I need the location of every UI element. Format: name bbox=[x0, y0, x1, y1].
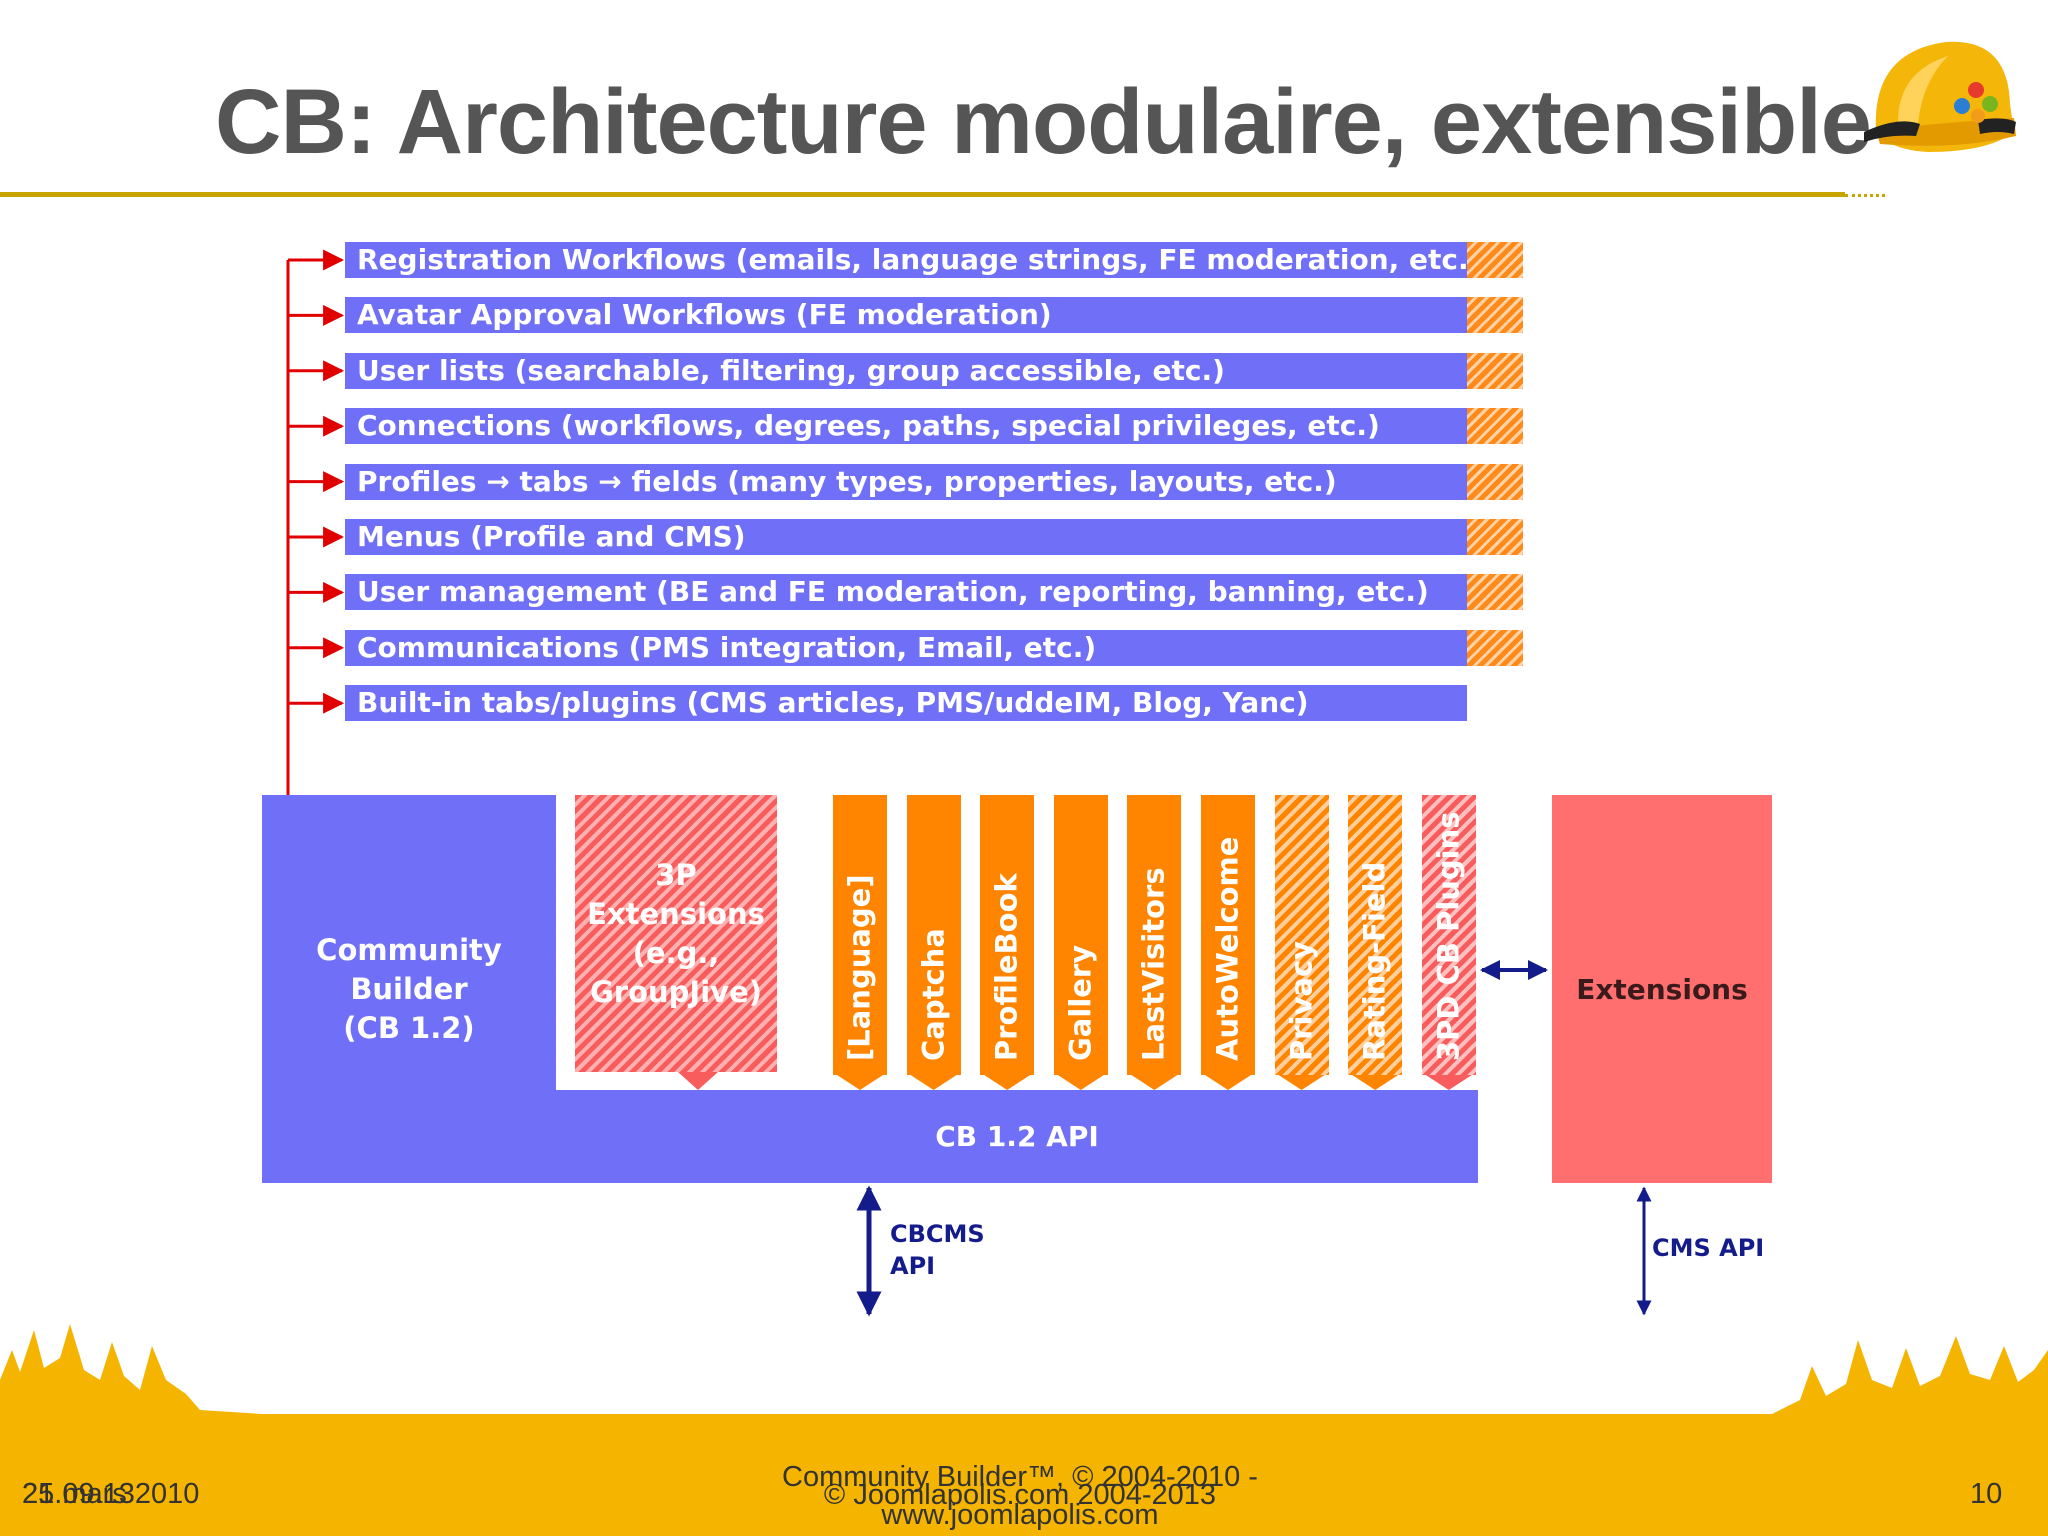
plugin-tips bbox=[837, 1075, 1472, 1090]
plugin-into-api-arrow bbox=[1352, 1075, 1399, 1090]
plugin-into-api-arrow bbox=[1205, 1075, 1251, 1090]
feature-row: Built-in tabs/plugins (CMS articles, PMS… bbox=[345, 685, 1467, 722]
plugin-label: ProfileBook bbox=[989, 873, 1024, 1061]
plugin-label: [Language] bbox=[842, 874, 877, 1061]
plugin-into-api-arrow bbox=[1278, 1075, 1325, 1090]
plugin-column: Captcha bbox=[906, 795, 961, 1075]
title-underline-dots bbox=[1845, 194, 1885, 197]
feature-row-hatch bbox=[1467, 408, 1523, 445]
feature-row-hatch bbox=[1467, 629, 1523, 666]
crowd-silhouette-icon bbox=[0, 1324, 2048, 1536]
feature-row-hatch bbox=[1467, 574, 1523, 611]
feature-row: User lists (searchable, filtering, group… bbox=[345, 352, 1467, 389]
feature-row: Communications (PMS integration, Email, … bbox=[345, 629, 1467, 666]
plugin-label: Gallery bbox=[1063, 944, 1098, 1061]
plugin-column: [Language] bbox=[833, 795, 887, 1075]
plugin-into-api-arrow bbox=[984, 1075, 1031, 1090]
plugin-column: AutoWelcome bbox=[1201, 795, 1255, 1075]
feature-row: Profiles → tabs → fields (many types, pr… bbox=[345, 463, 1467, 500]
cbcms-api-label: CBCMS API bbox=[890, 1218, 985, 1282]
feature-row: Menus (Profile and CMS) bbox=[345, 519, 1467, 555]
3p-line4: GroupJive) bbox=[590, 974, 762, 1009]
footer-copyright-line2: www.joomlapolis.com bbox=[881, 1499, 1159, 1531]
plugin-column: Privacy bbox=[1274, 795, 1329, 1075]
3p-line2: Extensions bbox=[587, 896, 765, 931]
plugin-into-api-arrow bbox=[1057, 1075, 1104, 1090]
3p-line1: 3P bbox=[655, 857, 697, 892]
plugin-column: 3PD CB Plugins bbox=[1421, 795, 1476, 1075]
footer-date-b: 25.09.13 bbox=[22, 1478, 135, 1510]
plugin-column: Gallery bbox=[1053, 795, 1108, 1075]
page-number: 10 bbox=[1970, 1478, 2003, 1510]
plugin-into-api-arrow bbox=[1131, 1075, 1178, 1090]
plugin-label: Privacy bbox=[1284, 940, 1319, 1061]
footer-copyright: Community Builder™, © 2004-2010 - © Joom… bbox=[720, 1461, 1320, 1530]
plugin-label: 3PD CB Plugins bbox=[1431, 811, 1466, 1061]
core-label-line2: Builder bbox=[350, 971, 468, 1006]
feature-row-hatch bbox=[1467, 463, 1523, 500]
3p-into-api-arrow bbox=[678, 1072, 718, 1090]
plugin-into-api-arrow bbox=[910, 1075, 957, 1090]
3p-line3: (e.g., bbox=[632, 935, 720, 970]
slide-title: CB: Architecture modulaire, extensible bbox=[215, 71, 1872, 173]
extensions-block: Extensions bbox=[1552, 795, 1772, 1183]
core-label-line3: (CB 1.2) bbox=[343, 1010, 475, 1045]
third-party-extensions-block: 3P Extensions (e.g., GroupJive) bbox=[575, 795, 777, 1072]
plugin-label: AutoWelcome bbox=[1210, 836, 1245, 1061]
feature-row: Registration Workflows (emails, language… bbox=[345, 242, 1467, 278]
footer-copyright-b: © Joomlapolis.com 2004-2013 bbox=[823, 1479, 1217, 1511]
feature-row: Avatar Approval Workflows (FE moderation… bbox=[345, 297, 1467, 334]
plugin-into-api-arrow bbox=[1425, 1075, 1472, 1090]
feature-arrows bbox=[288, 249, 345, 714]
footer-copyright-line1: Community Builder™, © 2004-2010 - bbox=[782, 1461, 1258, 1493]
cbcms-api-line2: API bbox=[890, 1252, 936, 1280]
title-underline bbox=[0, 192, 1845, 197]
cms-api-label: CMS API bbox=[1652, 1234, 1765, 1262]
plugin-label: LastVisitors bbox=[1136, 867, 1171, 1061]
footer-date-a: 21 mars 2010 bbox=[22, 1478, 200, 1510]
core-label-line1: Community bbox=[316, 932, 502, 967]
plugin-label: Captcha bbox=[916, 928, 951, 1061]
feature-row-hatch bbox=[1467, 242, 1523, 278]
feature-row: Connections (workflows, degrees, paths, … bbox=[345, 408, 1467, 445]
plugin-column: Rating-Field bbox=[1348, 795, 1403, 1075]
cb-api-bar: CB 1.2 API bbox=[556, 1090, 1478, 1183]
cbcms-api-line1: CBCMS bbox=[890, 1220, 985, 1248]
community-builder-block: Community Builder (CB 1.2) bbox=[262, 795, 556, 1183]
plugin-column: ProfileBook bbox=[980, 795, 1035, 1075]
feature-row-hatch bbox=[1467, 352, 1523, 389]
plugin-label: Rating-Field bbox=[1357, 861, 1392, 1061]
hard-hat-logo-icon bbox=[1864, 41, 2016, 152]
plugin-into-api-arrow bbox=[837, 1075, 883, 1090]
feature-row: User management (BE and FE moderation, r… bbox=[345, 574, 1467, 611]
plugin-column: LastVisitors bbox=[1127, 795, 1182, 1075]
feature-row-hatch bbox=[1467, 519, 1523, 555]
feature-row-hatch bbox=[1467, 297, 1523, 334]
